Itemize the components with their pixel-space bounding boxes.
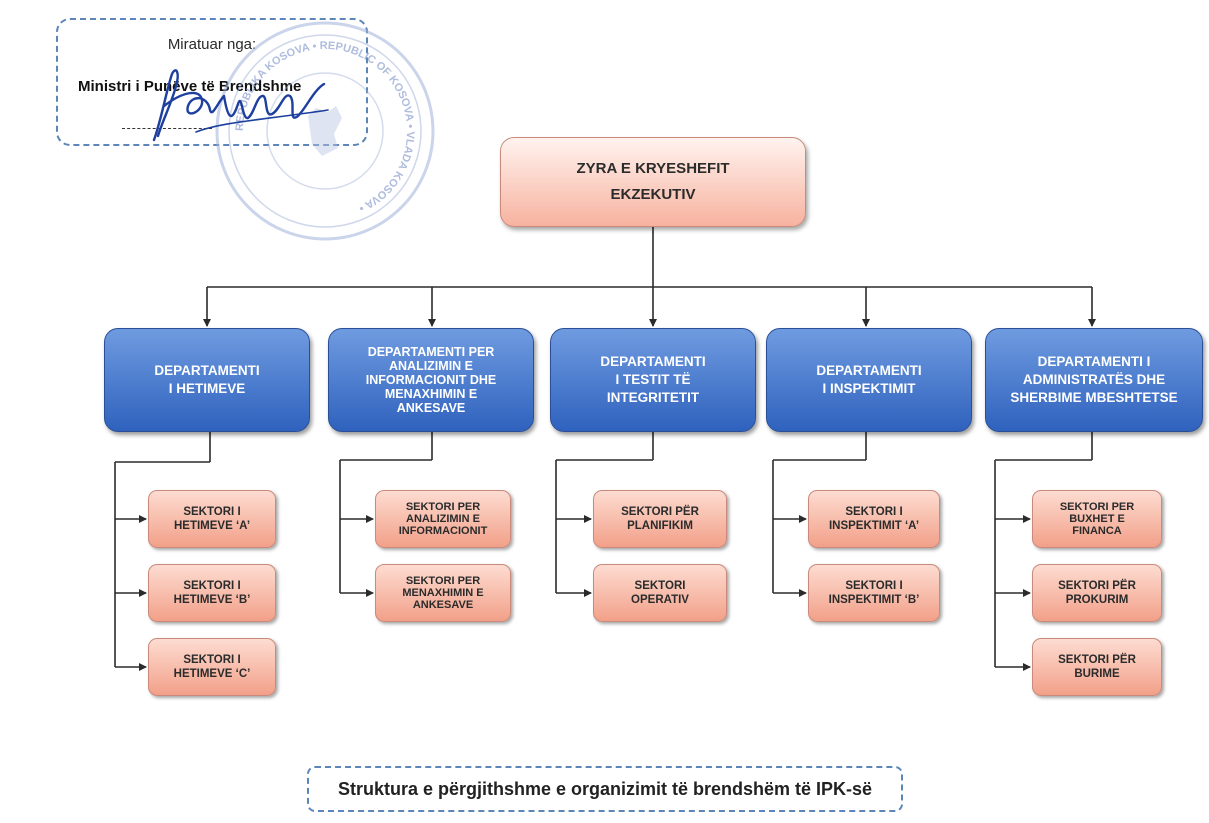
sector-procurement: SEKTORI PËR PROKURIM [1032, 564, 1162, 622]
department-investigations: DEPARTAMENTI I HETIMEVE [104, 328, 310, 432]
sector-budget-finance: SEKTORI PER BUXHET E FINANCA [1032, 490, 1162, 548]
sector-line: PROKURIM [1065, 594, 1129, 606]
sector-line: SEKTORI I [845, 580, 903, 592]
department-line: DEPARTAMENTI [154, 363, 260, 378]
sector-line: HETIMEVE ‘C’ [173, 668, 251, 680]
approval-title: Miratuar nga: [167, 36, 257, 53]
department-line: ANALIZIMIN E [388, 359, 474, 373]
department-integrity-testing: DEPARTAMENTI I TESTIT TË INTEGRITETIT [550, 328, 756, 432]
department-line: I INSPEKTIMIT [822, 381, 916, 396]
sector-operative: SEKTORI OPERATIV [593, 564, 727, 622]
sector-line: HETIMEVE ‘B’ [173, 594, 251, 606]
department-line: ADMINISTRATËS DHE [1022, 372, 1166, 387]
sector-line: PLANIFIKIM [627, 520, 693, 532]
sector-line: ANALIZIMIN E [406, 513, 480, 525]
department-line: DEPARTAMENTI I [1037, 354, 1151, 369]
department-line: DEPARTAMENTI PER [367, 345, 495, 359]
sector-inspection-a: SEKTORI I INSPEKTIMIT ‘A’ [808, 490, 940, 548]
sector-line: SEKTORI I [183, 654, 241, 666]
department-line: SHERBIME MBESHTETSE [1010, 390, 1178, 405]
signature-line [122, 128, 212, 129]
department-administration: DEPARTAMENTI I ADMINISTRATËS DHE SHERBIM… [985, 328, 1203, 432]
sector-planning: SEKTORI PËR PLANIFIKIM [593, 490, 727, 548]
root-line-1: ZYRA E KRYESHEFIT [576, 160, 730, 177]
handwritten-signature [152, 69, 329, 142]
sector-line: OPERATIV [631, 594, 689, 606]
sector-line: INSPEKTIMIT ‘A’ [828, 520, 920, 532]
sector-line: MENAXHIMIN E [402, 587, 484, 599]
sector-investigations-a: SEKTORI I HETIMEVE ‘A’ [148, 490, 276, 548]
approval-block: Miratuar nga: Ministri i Punëve të Brend… [56, 18, 368, 146]
approval-role: Ministri i Punëve të Brendshme [78, 78, 302, 95]
sector-inspection-b: SEKTORI I INSPEKTIMIT ‘B’ [808, 564, 940, 622]
sector-line: FINANCA [1072, 525, 1122, 537]
sector-line: SEKTORI PËR [621, 506, 699, 518]
department-line: MENAXHIMIN E [384, 387, 478, 401]
sector-line: BUXHET E [1069, 513, 1125, 525]
department-line: DEPARTAMENTI [600, 354, 706, 369]
department-line: INFORMACIONIT DHE [365, 373, 497, 387]
department-line: I TESTIT TË [615, 372, 691, 387]
sector-line: INFORMACIONIT [398, 525, 488, 537]
sector-line: INSPEKTIMIT ‘B’ [828, 594, 920, 606]
sector-line: SEKTORI PËR [1058, 580, 1136, 592]
root-line-2: EKZEKUTIV [610, 186, 696, 203]
sector-line: BURIME [1074, 668, 1120, 680]
sector-line: SEKTORI PER [1059, 501, 1135, 513]
department-line: DEPARTAMENTI [816, 363, 922, 378]
sector-resources: SEKTORI PËR BURIME [1032, 638, 1162, 696]
official-stamp-seal: REPUBLIKA KOSOVA • REPUBLIC OF KOSOVA • … [215, 21, 435, 241]
department-information-analysis: DEPARTAMENTI PER ANALIZIMIN E INFORMACIO… [328, 328, 534, 432]
sector-investigations-b: SEKTORI I HETIMEVE ‘B’ [148, 564, 276, 622]
department-line: INTEGRITETIT [606, 390, 700, 405]
sector-line: SEKTORI I [183, 506, 241, 518]
sector-information-analysis: SEKTORI PER ANALIZIMIN E INFORMACIONIT [375, 490, 511, 548]
root-node-chief-executive-office: ZYRA E KRYESHEFIT EKZEKUTIV [500, 137, 806, 227]
diagram-caption: Struktura e përgjithshme e organizimit t… [307, 766, 903, 812]
sector-line: SEKTORI I [845, 506, 903, 518]
sector-investigations-c: SEKTORI I HETIMEVE ‘C’ [148, 638, 276, 696]
department-inspection: DEPARTAMENTI I INSPEKTIMIT [766, 328, 972, 432]
sector-line: SEKTORI I [183, 580, 241, 592]
sector-line: SEKTORI PER [405, 501, 481, 513]
sector-line: SEKTORI PËR [1058, 654, 1136, 666]
sector-line: ANKESAVE [412, 599, 474, 611]
sector-line: HETIMEVE ‘A’ [173, 520, 251, 532]
sector-line: SEKTORI [634, 580, 686, 592]
department-line: I HETIMEVE [168, 381, 246, 396]
sector-complaints-management: SEKTORI PER MENAXHIMIN E ANKESAVE [375, 564, 511, 622]
department-line: ANKESAVE [396, 401, 466, 415]
sector-line: SEKTORI PER [405, 575, 481, 587]
